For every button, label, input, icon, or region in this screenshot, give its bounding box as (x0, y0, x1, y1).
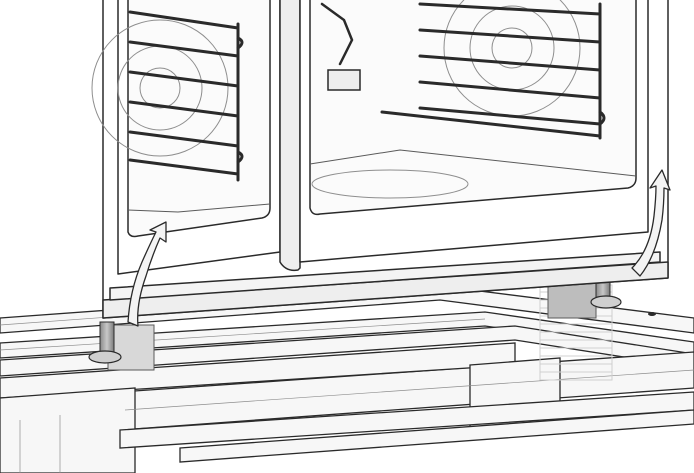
left-chamber-floor (127, 203, 271, 213)
right-lift-arrow-shape (631, 169, 671, 277)
left-foot-block (107, 324, 155, 371)
pallet-lower-plank (179, 409, 694, 463)
left-lift-arrow-shape (127, 221, 167, 327)
center-wire-hook (320, 2, 361, 91)
right-lift-arrow (631, 169, 671, 277)
pallet-top-board-front (0, 325, 694, 377)
pallet (0, 285, 694, 473)
pallet-top-board-middle (0, 311, 694, 359)
left-foot-base (88, 350, 122, 364)
oven-base-lip (109, 251, 661, 301)
right-chamber-floor-drain (311, 169, 469, 199)
right-oven-rack (380, 2, 606, 140)
pallet-nail-head (648, 312, 656, 316)
right-foot-base (590, 295, 622, 309)
left-foot-shaft (99, 321, 115, 355)
right-chamber-inner (309, 0, 637, 216)
pallet-bottom-board (119, 391, 694, 449)
left-oven-rack (128, 10, 244, 182)
center-divider (279, 0, 301, 272)
pallet-grain-2 (0, 318, 486, 351)
right-chamber-floor (309, 149, 637, 177)
oven-body (102, 0, 669, 319)
left-foot (88, 321, 155, 371)
left-lift-arrow (127, 221, 167, 327)
left-chamber-inner (127, 0, 271, 238)
pallet-stringer-left (0, 387, 136, 473)
